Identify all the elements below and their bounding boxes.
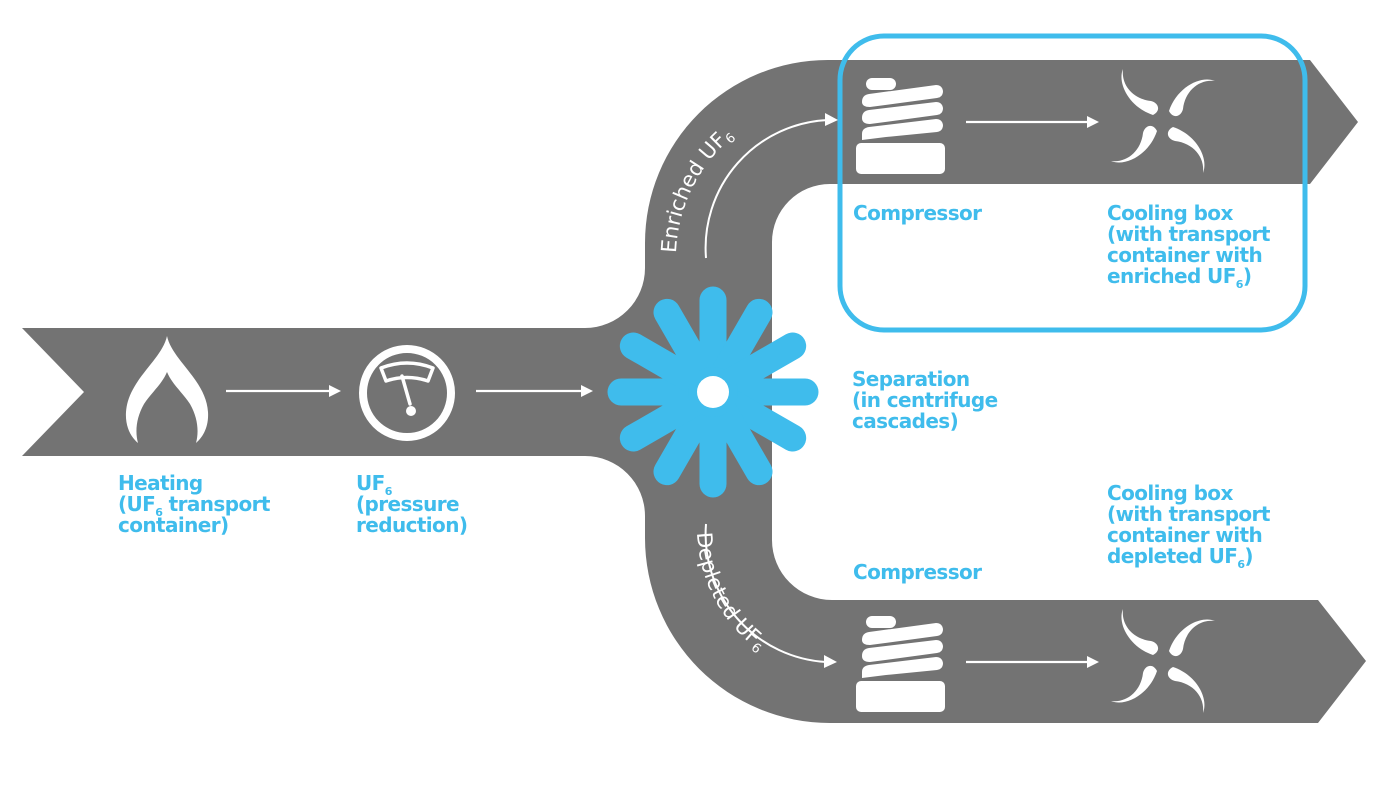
label-text: UF [356, 471, 385, 495]
label-text: ) [1244, 544, 1253, 568]
flow-arrow [966, 656, 1099, 668]
cooling-enriched-label: Cooling box (with transport container wi… [1107, 201, 1270, 291]
label-text: ) [1242, 264, 1252, 288]
pressure-label-line: UF6 [356, 471, 467, 498]
enriched-flow-arrow [704, 113, 838, 259]
flow-arrow [966, 116, 1099, 128]
flow-arrow [226, 385, 341, 397]
fan-blade [1169, 619, 1215, 657]
label-text: depleted UF [1107, 544, 1238, 568]
label-text: (UF [118, 492, 156, 516]
cooling-label-line: Cooling box [1107, 201, 1233, 225]
star-center-dot [697, 376, 729, 408]
pressure-label-line: (pressure [356, 492, 460, 516]
subscript: 6 [384, 485, 393, 498]
separation-label-line: (in centrifuge [852, 388, 998, 412]
flame-icon [125, 336, 209, 443]
cooling-label-line: enriched UF6) [1107, 264, 1270, 291]
compressor-enriched-label: Compressor [853, 201, 982, 225]
compressor-icon [856, 616, 945, 712]
depleted-flow-arrow [704, 523, 837, 668]
pressure-label-line: reduction) [356, 513, 468, 537]
separation-label: Separation (in centrifuge cascades) [852, 369, 998, 432]
compressor-icon [856, 78, 945, 174]
centrifuge-star-icon [607, 286, 819, 498]
flow-arrow [476, 385, 593, 397]
cooling-label-line: depleted UF6) [1107, 544, 1270, 571]
heating-label: Heating (UF6 transport container) [118, 473, 270, 536]
fan-blade [1111, 125, 1157, 163]
fan-blade [1168, 667, 1205, 713]
cooling-label-line: container with [1107, 243, 1263, 267]
fan-blade [1121, 609, 1158, 655]
subscript: 6 [1235, 278, 1244, 291]
fan-blade [1168, 127, 1205, 173]
cooling-label-line: (with transport [1107, 502, 1270, 526]
compressor-label-line: Compressor [853, 560, 982, 584]
separation-label-line: cascades) [852, 409, 959, 433]
cooling-label-line: Cooling box [1107, 481, 1233, 505]
label-text: transport [162, 492, 271, 516]
label-text: enriched UF [1107, 264, 1236, 288]
fan-blade [1169, 79, 1215, 117]
subscript: 6 [1237, 558, 1245, 571]
gauge-icon [359, 345, 455, 441]
cooling-label-line: (with transport [1107, 222, 1270, 246]
heating-label-line: (UF6 transport [118, 492, 271, 519]
fan-blade [1111, 665, 1157, 703]
fan-blade [1121, 69, 1158, 115]
separation-label-line: Separation [852, 367, 970, 391]
heating-label-line: container) [118, 513, 229, 537]
fan-icon [1111, 69, 1215, 173]
heating-label-line: Heating [118, 471, 203, 495]
fan-icon [1111, 609, 1215, 713]
highlight-box [837, 33, 1308, 333]
pressure-label: UF6 (pressure reduction) [356, 471, 468, 537]
cooling-depleted-label: Cooling box (with transport container wi… [1107, 481, 1270, 571]
compressor-depleted-label: Compressor [853, 560, 982, 584]
compressor-label-line: Compressor [853, 201, 982, 225]
subscript: 6 [155, 506, 163, 519]
cooling-label-line: container with [1107, 523, 1263, 547]
